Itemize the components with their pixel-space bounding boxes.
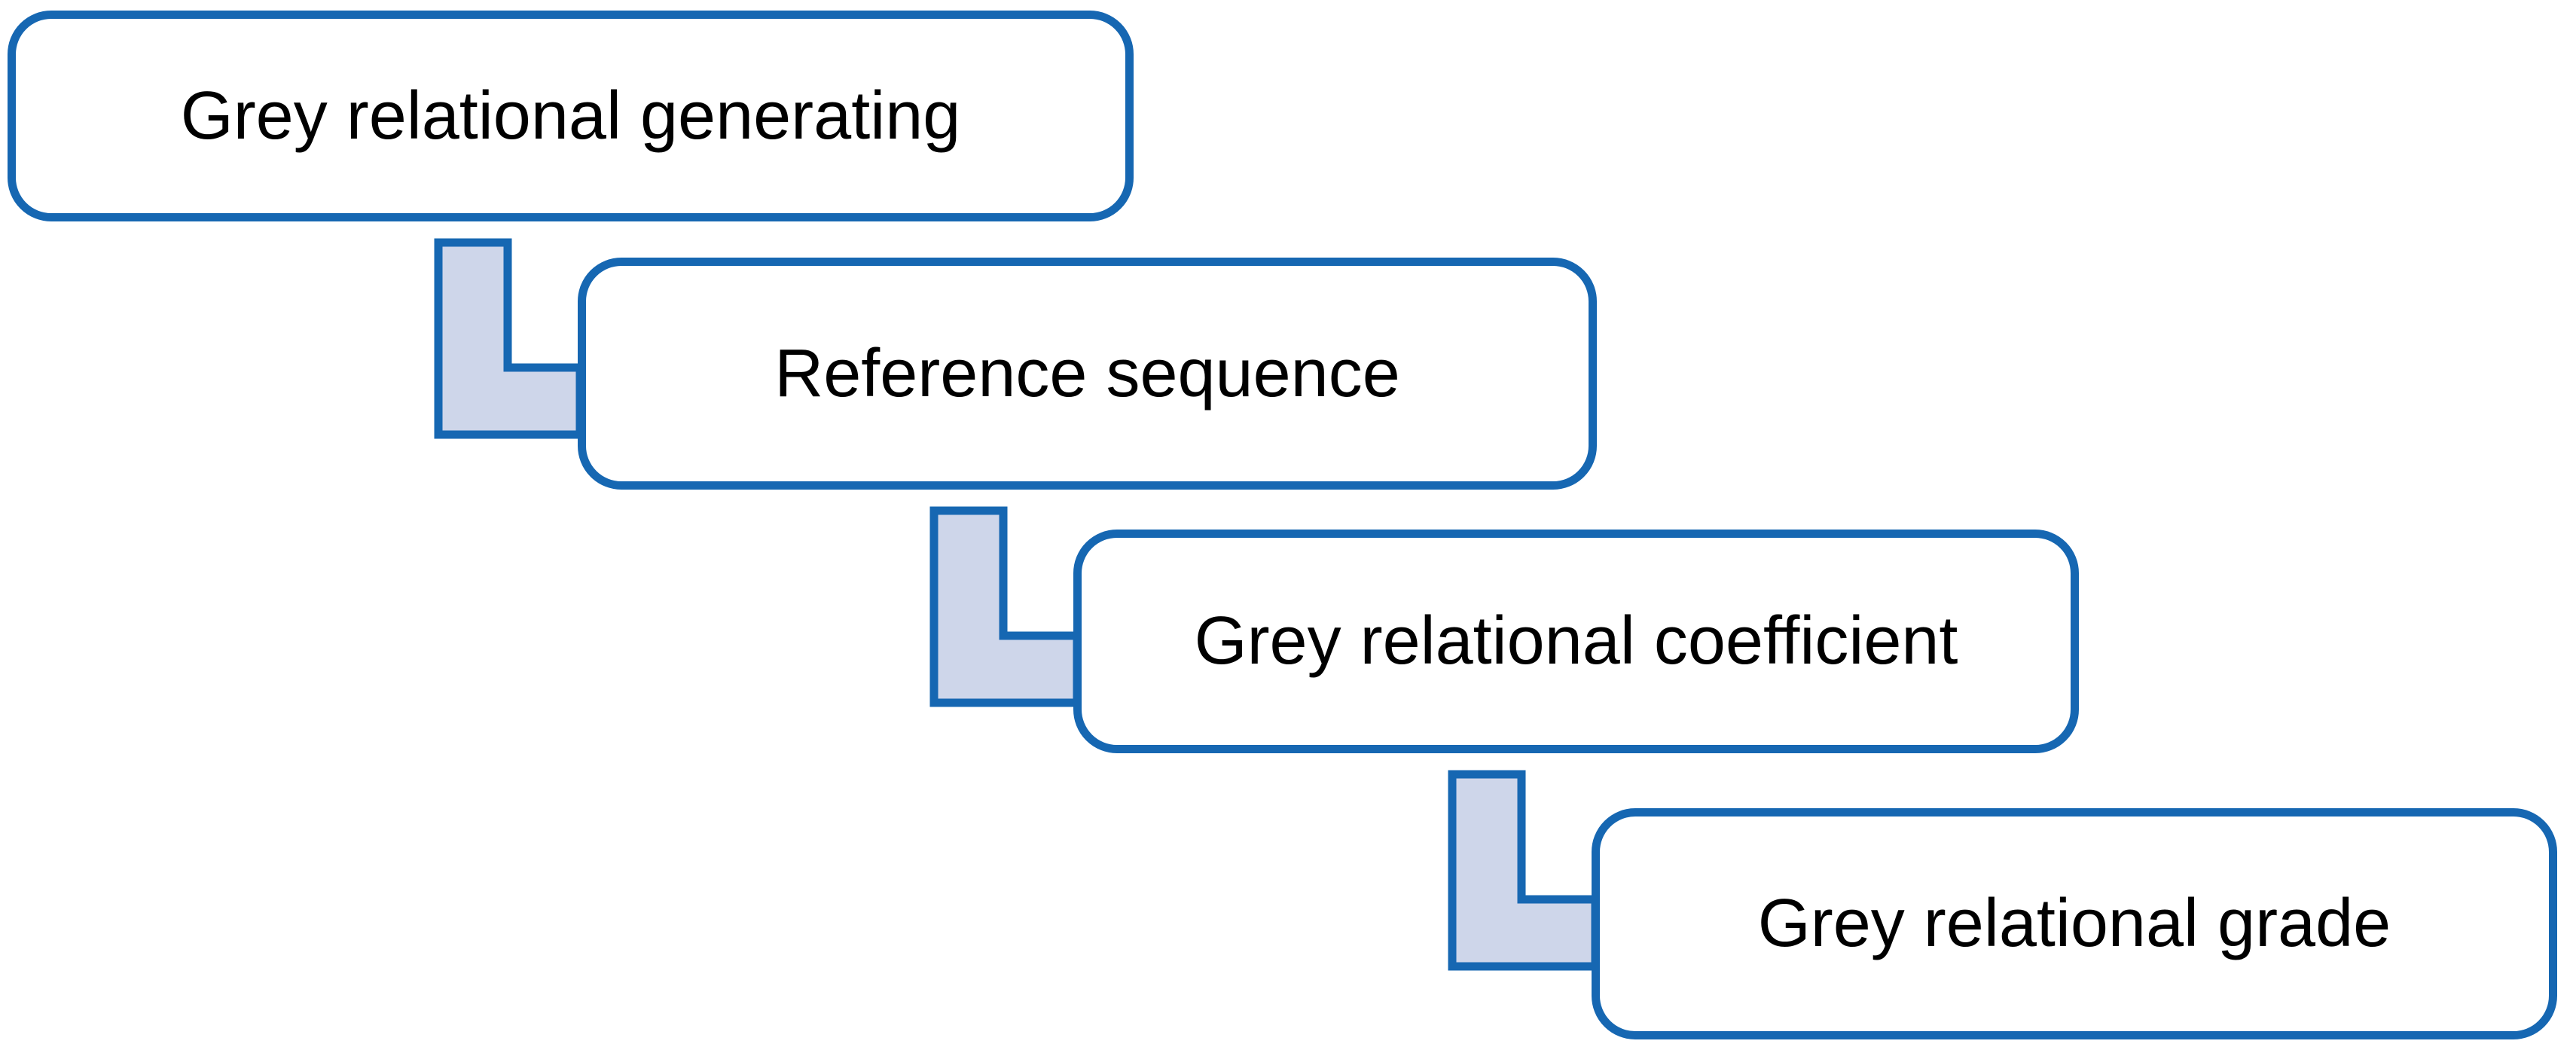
elbow-connector-3-4: [1448, 770, 1600, 971]
step-box-grey-relational-generating: Grey relational generating: [8, 11, 1134, 221]
elbow-connector-2-3: [929, 506, 1082, 707]
step-box-reference-sequence: Reference sequence: [578, 258, 1597, 490]
step-label: Grey relational generating: [180, 78, 961, 154]
elbow-connector-1-2: [434, 238, 584, 439]
step-box-grey-relational-grade: Grey relational grade: [1592, 808, 2557, 1039]
step-label: Grey relational coefficient: [1194, 603, 1958, 679]
step-label: Grey relational grade: [1757, 886, 2391, 961]
step-box-grey-relational-coefficient: Grey relational coefficient: [1073, 530, 2079, 753]
step-label: Reference sequence: [774, 335, 1400, 411]
